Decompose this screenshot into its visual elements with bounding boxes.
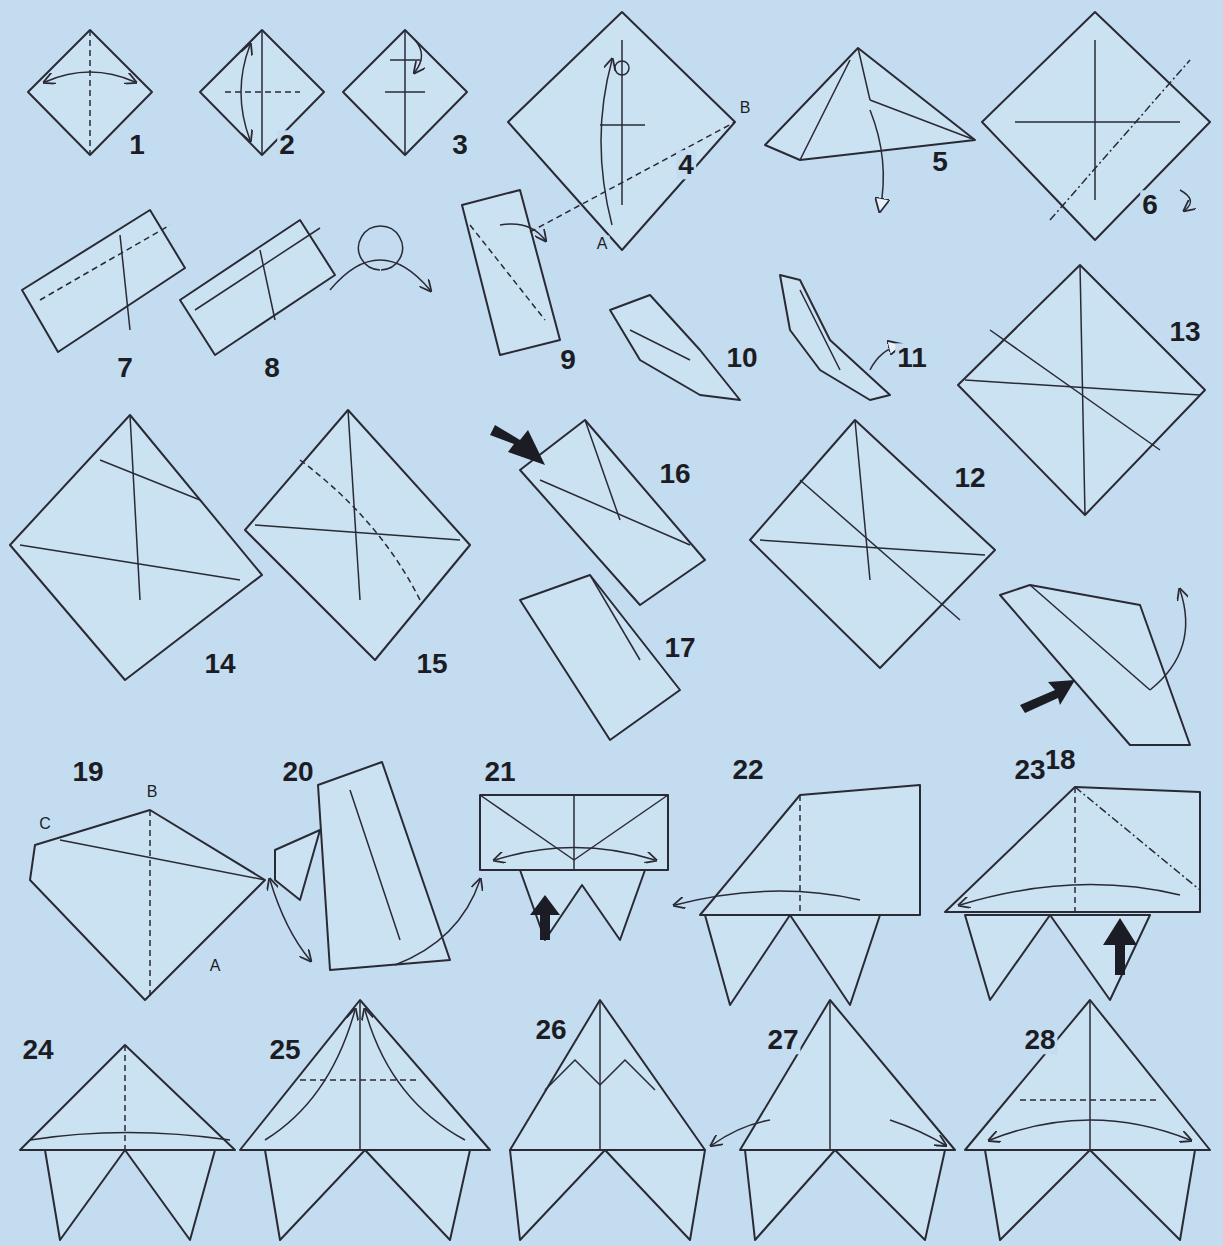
point-letter: A <box>208 958 223 975</box>
step-number: 10 <box>724 343 759 372</box>
step-number: 16 <box>657 459 692 488</box>
step-number: 23 <box>1012 755 1047 784</box>
step-number: 22 <box>730 755 765 784</box>
step-number: 11 <box>895 343 929 372</box>
step-number: 7 <box>115 353 135 382</box>
step-number: 25 <box>267 1035 302 1064</box>
step-number: 2 <box>277 130 297 159</box>
step-number: 18 <box>1042 745 1077 774</box>
step-number: 12 <box>952 463 987 492</box>
step-number: 28 <box>1022 1025 1057 1054</box>
point-letter: B <box>738 100 753 117</box>
step-number: 5 <box>930 147 950 176</box>
point-letter: C <box>37 816 53 833</box>
step-number: 13 <box>1167 317 1202 346</box>
point-letter: B <box>145 784 160 801</box>
step-number: 4 <box>676 150 696 179</box>
step-number: 6 <box>1140 190 1160 219</box>
step-number: 26 <box>533 1015 568 1044</box>
step-number: 1 <box>127 130 147 159</box>
step-number: 15 <box>414 649 449 678</box>
step-number: 3 <box>450 130 470 159</box>
step-number: 9 <box>558 345 578 374</box>
step-number: 27 <box>765 1025 800 1054</box>
step-number: 20 <box>280 757 315 786</box>
point-letter: A <box>595 236 610 253</box>
step-number: 24 <box>20 1035 55 1064</box>
step-number: 21 <box>482 757 517 786</box>
step-number: 8 <box>262 353 282 382</box>
step-number: 14 <box>202 649 237 678</box>
step-number: 19 <box>70 757 105 786</box>
step-number: 17 <box>662 633 697 662</box>
